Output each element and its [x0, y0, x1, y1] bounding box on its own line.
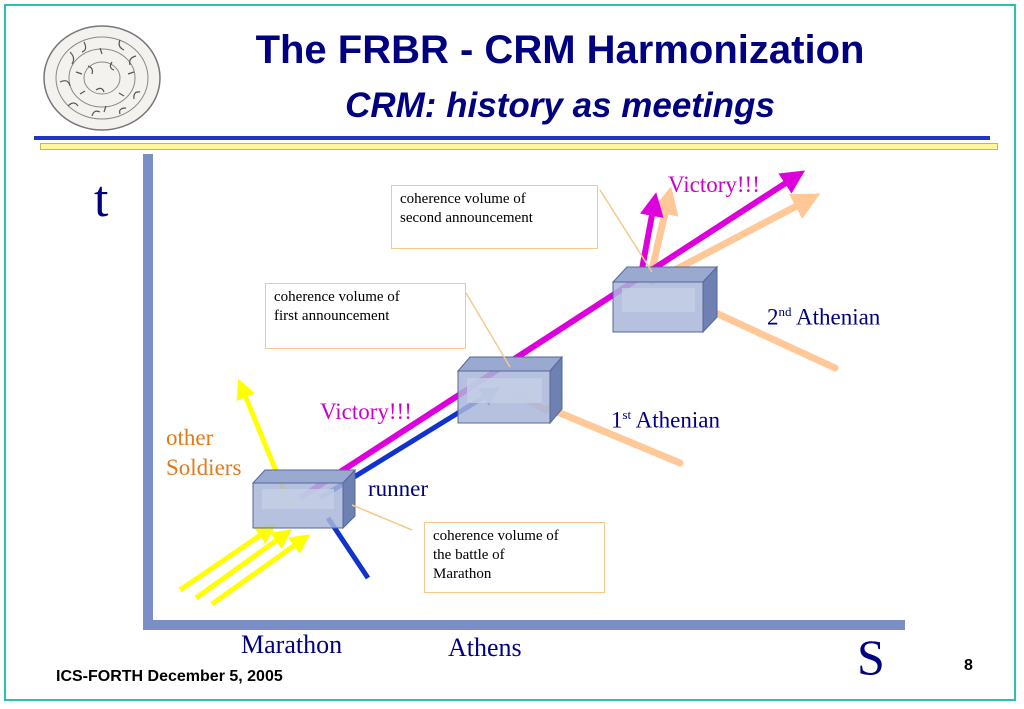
note-first-announcement: coherence volume of first announcement	[265, 283, 466, 349]
t-axis	[143, 154, 153, 630]
phaistos-disc-logo	[43, 25, 161, 131]
callout-leader-second	[599, 189, 653, 273]
victory-message-line	[298, 170, 806, 501]
athenian-2-upward-arrow	[648, 186, 679, 274]
note-battle-of-marathon: coherence volume of the battle of Marath…	[424, 522, 605, 593]
victory-label-1: Victory!!!	[320, 399, 412, 424]
time-axis-label: t	[94, 171, 109, 228]
s-axis	[143, 620, 905, 630]
slide-frame	[4, 4, 1016, 701]
space-axis-label: S	[857, 629, 885, 685]
place-athens: Athens	[448, 633, 522, 662]
note-second-announcement: coherence volume of second announcement	[391, 185, 598, 249]
coherence-volume-marathon	[251, 468, 357, 530]
header-rule-yellow	[40, 143, 998, 150]
footer-org-date: ICS-FORTH December 5, 2005	[56, 668, 283, 685]
coherence-volume-second-announcement	[611, 265, 719, 334]
athenian-2-line	[701, 304, 839, 372]
slide-title: The FRBR - CRM Harmonization	[255, 28, 865, 72]
soldier-line-1	[178, 524, 277, 593]
slide-subtitle: CRM: history as meetings	[345, 86, 775, 125]
callout-leader-battle	[351, 504, 413, 531]
place-marathon: Marathon	[241, 630, 343, 659]
page-number: 8	[964, 657, 973, 674]
header-rule-blue	[34, 136, 990, 140]
victory-label-2: Victory!!!	[668, 172, 760, 197]
athenian-2-label: 2nd Athenian	[767, 304, 881, 330]
athenian-1-line	[544, 404, 684, 467]
coherence-volume-first-announcement	[456, 355, 564, 425]
athenian-1-label: 1st Athenian	[611, 407, 720, 433]
soldier-line-2	[194, 529, 293, 601]
other-soldiers-label: other Soldiers	[166, 425, 242, 480]
soldier-line-3	[210, 534, 311, 607]
callout-leader-first	[465, 292, 511, 368]
runner-label: runner	[368, 476, 429, 501]
